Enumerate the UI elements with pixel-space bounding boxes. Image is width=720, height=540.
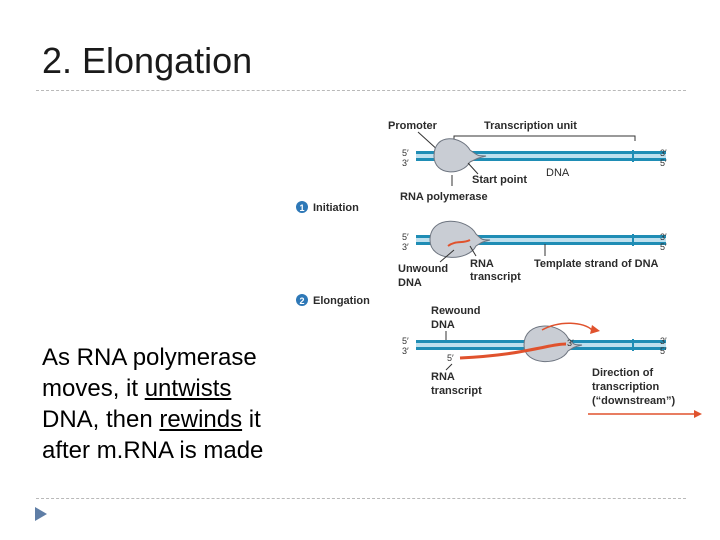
- dna-end-marker: [632, 339, 634, 351]
- rna-polymerase-shape: [433, 138, 487, 173]
- rewound-label: Rewound: [431, 305, 481, 317]
- dna-end-marker: [632, 150, 634, 162]
- row3-rna-label: RNA: [431, 371, 455, 383]
- step1-number: 1: [299, 203, 304, 213]
- start-point-label: Start point: [472, 174, 527, 186]
- unwound-dna-pointer: [439, 249, 455, 263]
- promoter-label: Promoter: [388, 120, 438, 132]
- dna-row-1: [416, 138, 666, 173]
- row1-5prime-left: 5′: [402, 148, 409, 158]
- rna-transcript-short: [447, 239, 471, 247]
- direction-label-1: Direction of: [592, 367, 653, 379]
- rewound-dna-label: DNA: [431, 319, 455, 331]
- row2-3prime-left: 3′: [402, 242, 409, 252]
- row3-5prime-right: 5′: [660, 346, 667, 356]
- row1-3prime-right: 3′: [660, 148, 667, 158]
- dna-strand-bottom: [416, 242, 666, 245]
- dna-strand-bottom: [416, 158, 666, 161]
- direction-label-3: (“downstream”): [592, 395, 675, 407]
- dna-end-marker: [632, 234, 634, 246]
- downstream-arrowhead: [694, 410, 702, 418]
- rna-polymerase-label: RNA polymerase: [400, 191, 488, 203]
- rewinds-underlined: rewinds: [159, 406, 243, 433]
- template-strand-label: Template strand of DNA: [534, 258, 659, 270]
- body-line-3: DNA, then rewinds it: [42, 404, 312, 435]
- step2-number: 2: [299, 296, 304, 306]
- footer-divider: [36, 498, 686, 499]
- transcript-5prime: 5′: [447, 353, 454, 363]
- slide-body-text: As RNA polymerase moves, it untwists DNA…: [42, 342, 312, 466]
- step1-label: Initiation: [313, 202, 359, 214]
- dna-strand-top: [416, 235, 666, 238]
- body-text-part: it: [242, 406, 261, 433]
- direction-arc: [541, 322, 593, 331]
- dna-gap: [416, 238, 666, 242]
- untwists-underlined: untwists: [144, 375, 232, 402]
- rna-transcript-long: [459, 342, 567, 360]
- rna-polymerase-shape: [429, 220, 491, 258]
- body-text-part: DNA, then: [42, 406, 160, 433]
- row3-5prime-left: 5′: [402, 336, 409, 346]
- dna-label: DNA: [546, 167, 570, 179]
- row1-5prime-right: 5′: [660, 158, 667, 168]
- body-line-1: As RNA polymerase: [42, 344, 257, 371]
- direction-arc-arrowhead: [590, 325, 600, 334]
- transcription-unit-bracket: [453, 135, 636, 141]
- dna-row-2: [416, 220, 666, 258]
- body-text-part: moves, it: [42, 375, 145, 402]
- rna-transcript-pointer: [469, 245, 477, 257]
- row3-transcript-pointer: [445, 363, 453, 371]
- step1-badge: [296, 201, 308, 213]
- start-point-pointer: [467, 162, 479, 175]
- row2-rna-label: RNA: [470, 258, 494, 270]
- row2-5prime-right: 5′: [660, 242, 667, 252]
- row2-5prime-left: 5′: [402, 232, 409, 242]
- polymerase-3prime: 3′: [567, 338, 574, 348]
- row2-3prime-right: 3′: [660, 232, 667, 242]
- row3-3prime-right: 3′: [660, 336, 667, 346]
- direction-label-2: transcription: [592, 381, 660, 393]
- row1-3prime-left: 3′: [402, 158, 409, 168]
- step2-badge: [296, 294, 308, 306]
- dna-strand-top: [416, 151, 666, 154]
- unwound-label: Unwound: [398, 263, 448, 275]
- slide-title: 2. Elongation: [42, 40, 253, 81]
- row2-transcript-label: transcript: [470, 271, 521, 283]
- step2-label: Elongation: [313, 295, 370, 307]
- title-divider: [36, 90, 686, 91]
- unwound-dna-label: DNA: [398, 277, 422, 289]
- row3-3prime-left: 3′: [402, 346, 409, 356]
- dna-gap: [416, 154, 666, 158]
- row3-transcript-label: transcript: [431, 385, 482, 397]
- body-line-2: moves, it untwists: [42, 373, 312, 404]
- dna-row-3: [416, 322, 666, 363]
- bullet-triangle-icon: [35, 507, 47, 521]
- body-line-4: after m.RNA is made: [42, 437, 264, 464]
- transcription-unit-label: Transcription unit: [484, 120, 577, 132]
- rna-polymerase-shape: [523, 325, 583, 363]
